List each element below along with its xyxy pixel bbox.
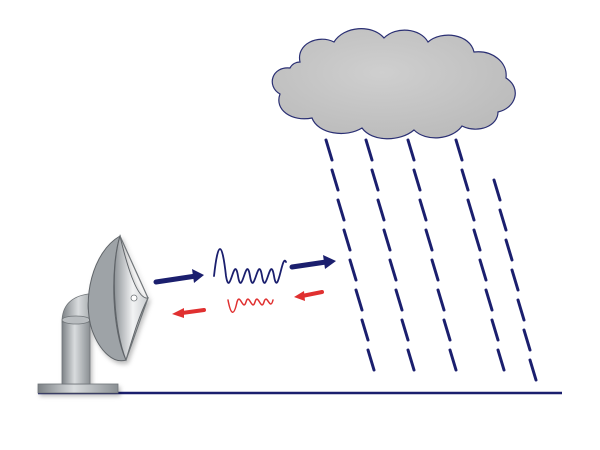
rain-streak: [504, 238, 514, 262]
rain-streak: [490, 318, 500, 342]
rain-streak: [360, 318, 370, 342]
rain-streak: [382, 228, 392, 252]
rain-streak: [406, 348, 416, 372]
transmitted-pulse: [153, 248, 336, 285]
rain-streak: [498, 208, 508, 232]
rain-streak: [366, 348, 376, 372]
rain-streak: [418, 198, 428, 222]
rain-streak: [406, 138, 416, 162]
rain-streak: [412, 168, 422, 192]
rain-icon: [324, 138, 538, 382]
rain-streak: [496, 348, 506, 372]
rain-streak: [522, 328, 532, 352]
rain-streak: [472, 228, 482, 252]
echo-wave: [227, 298, 274, 313]
rain-streak: [376, 198, 386, 222]
rain-streak: [370, 168, 380, 192]
rain-streak: [510, 268, 520, 292]
rain-streak: [484, 288, 494, 312]
rain-streak: [354, 288, 364, 312]
rain-streak: [364, 138, 374, 162]
rain-streak: [394, 288, 404, 312]
rain-streak: [336, 198, 346, 222]
rain-streak: [528, 358, 538, 382]
rain-streak: [388, 258, 398, 282]
rain-streak: [342, 228, 352, 252]
reflected-echo: [172, 290, 324, 318]
rain-streak: [460, 168, 470, 192]
rain-streak: [448, 348, 458, 372]
rain-streak: [516, 298, 526, 322]
transmit-wave: [213, 248, 287, 284]
rain-streak: [330, 168, 340, 192]
rain-streak: [430, 258, 440, 282]
echo-arrow-from-rain: [294, 290, 324, 301]
echo-arrow-to-dish: [172, 308, 206, 318]
transmit-arrow-rain: [289, 255, 336, 270]
rain-streak: [442, 318, 452, 342]
rain-streak: [478, 258, 488, 282]
rain-streak: [454, 138, 464, 162]
rain-streak: [348, 258, 358, 282]
rain-streak: [436, 288, 446, 312]
rain-streak: [492, 178, 502, 202]
rain-streak: [424, 228, 434, 252]
transmit-arrow-out: [153, 269, 204, 285]
rain-streak: [400, 318, 410, 342]
rain-cloud: [271, 28, 516, 140]
satellite-dish-icon: [37, 234, 149, 394]
rain-streak: [466, 198, 476, 222]
rain-streak: [324, 138, 334, 162]
cloud-icon: [271, 28, 516, 140]
